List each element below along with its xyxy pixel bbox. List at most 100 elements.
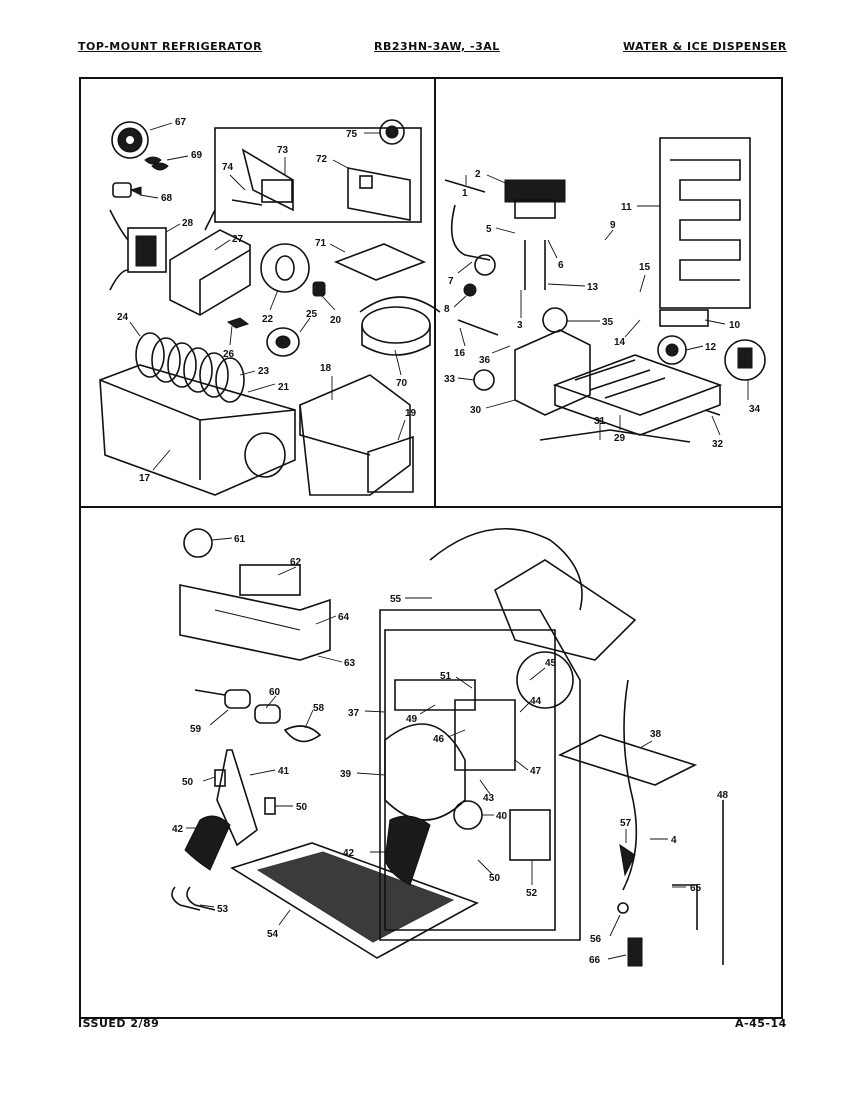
callout-42-left: 42: [172, 824, 184, 835]
callout-73: 73: [277, 145, 289, 156]
callout-53: 53: [217, 904, 229, 915]
callout-1: 1: [462, 188, 468, 199]
ice-mold-part: [552, 354, 723, 436]
callout-21: 21: [278, 382, 290, 393]
water-tube-part: [429, 528, 724, 967]
callout-37: 37: [348, 708, 360, 719]
callout-68: 68: [161, 193, 173, 204]
callout-35: 35: [602, 317, 614, 328]
callout-55: 55: [390, 594, 402, 605]
callout-25: 25: [306, 309, 318, 320]
inset-box: [214, 127, 422, 223]
callout-2: 2: [475, 169, 481, 180]
callout-64: 64: [338, 612, 350, 623]
callout-32: 32: [712, 439, 724, 450]
callout-50-left: 50: [182, 777, 194, 788]
callout-10: 10: [729, 320, 741, 331]
light-socket-part: [194, 689, 322, 743]
spring-part: [171, 886, 216, 911]
dispenser-housing-part: [379, 609, 698, 941]
leader-lines: [129, 122, 749, 960]
header-model-type: TOP-MOUNT REFRIGERATOR: [78, 40, 263, 53]
callout-41: 41: [278, 766, 290, 777]
callout-57: 57: [620, 818, 632, 829]
callout-36: 36: [479, 355, 491, 366]
callout-43: 43: [483, 793, 495, 804]
callout-22: 22: [262, 314, 274, 325]
callout-51: 51: [440, 671, 452, 682]
callout-72: 72: [316, 154, 328, 165]
callout-48: 48: [717, 790, 729, 801]
lid-plate-part: [333, 243, 427, 281]
callout-24: 24: [117, 312, 129, 323]
callout-63: 63: [344, 658, 356, 669]
switch-assembly-part: [179, 528, 331, 661]
footer-page-number: A-45-14: [735, 1017, 787, 1030]
callout-11: 11: [621, 202, 632, 213]
ice-chute-funnel-part: [494, 559, 637, 709]
callout-45: 45: [545, 658, 557, 669]
callout-50-right: 50: [296, 802, 308, 813]
bottom-panel: [171, 528, 724, 967]
callout-34: 34: [749, 404, 761, 415]
callout-3: 3: [517, 320, 523, 331]
callout-50-center: 50: [489, 873, 501, 884]
cam-part: [379, 119, 405, 145]
callout-74: 74: [222, 162, 234, 173]
callout-47: 47: [530, 766, 542, 777]
callout-30: 30: [470, 405, 482, 416]
callout-38: 38: [650, 729, 662, 740]
callout-67: 67: [175, 117, 187, 128]
callout-42-right: 42: [343, 848, 355, 859]
callout-52: 52: [526, 888, 538, 899]
callout-40: 40: [496, 811, 508, 822]
callout-70: 70: [396, 378, 408, 389]
callout-65: 65: [690, 883, 702, 894]
callout-17: 17: [139, 473, 151, 484]
callout-29: 29: [614, 433, 626, 444]
knob-part: [312, 281, 326, 297]
callout-69: 69: [191, 150, 203, 161]
shutoff-arm-part: [539, 339, 766, 443]
callout-27: 27: [232, 234, 244, 245]
callout-49: 49: [406, 714, 418, 725]
callout-7: 7: [448, 276, 454, 287]
water-valve-part: [444, 179, 566, 219]
small-clip-part: [226, 317, 250, 329]
callout-14: 14: [614, 337, 626, 348]
auger-coil-part: [135, 332, 245, 403]
callout-58: 58: [313, 703, 325, 714]
callout-61: 61: [234, 534, 246, 545]
drip-tray-grille-part: [230, 842, 479, 959]
callout-19: 19: [405, 408, 417, 419]
callout-9: 9: [610, 220, 616, 231]
callout-13: 13: [587, 282, 599, 293]
callout-5: 5: [486, 224, 492, 235]
motor-part: [109, 209, 167, 291]
top-right-panel: [444, 137, 766, 443]
callout-62: 62: [290, 557, 302, 568]
diagram-frame: [79, 77, 783, 1019]
callout-6: 6: [558, 260, 564, 271]
clip-part: [144, 156, 169, 171]
callout-33: 33: [444, 374, 456, 385]
callout-26: 26: [223, 349, 235, 360]
callout-4: 4: [671, 835, 677, 846]
footer-issued-date: ISSUED 2/89: [78, 1017, 160, 1030]
housing-part: [169, 209, 251, 316]
callout-71: 71: [315, 238, 327, 249]
cover-plate-part: [347, 167, 411, 221]
ice-maker-head-part: [473, 307, 591, 416]
tube-parts: [450, 204, 546, 336]
callout-39: 39: [340, 769, 352, 780]
thermostat-part: [657, 309, 709, 365]
callout-23: 23: [258, 366, 270, 377]
callout-56: 56: [590, 934, 602, 945]
header-model-number: RB23HN-3AW, -3AL: [374, 40, 500, 53]
pulley-part: [266, 327, 300, 357]
callout-12: 12: [705, 342, 717, 353]
wheel-part: [260, 243, 310, 293]
callout-28: 28: [182, 218, 194, 229]
evaporator-coil-part: [659, 137, 751, 309]
